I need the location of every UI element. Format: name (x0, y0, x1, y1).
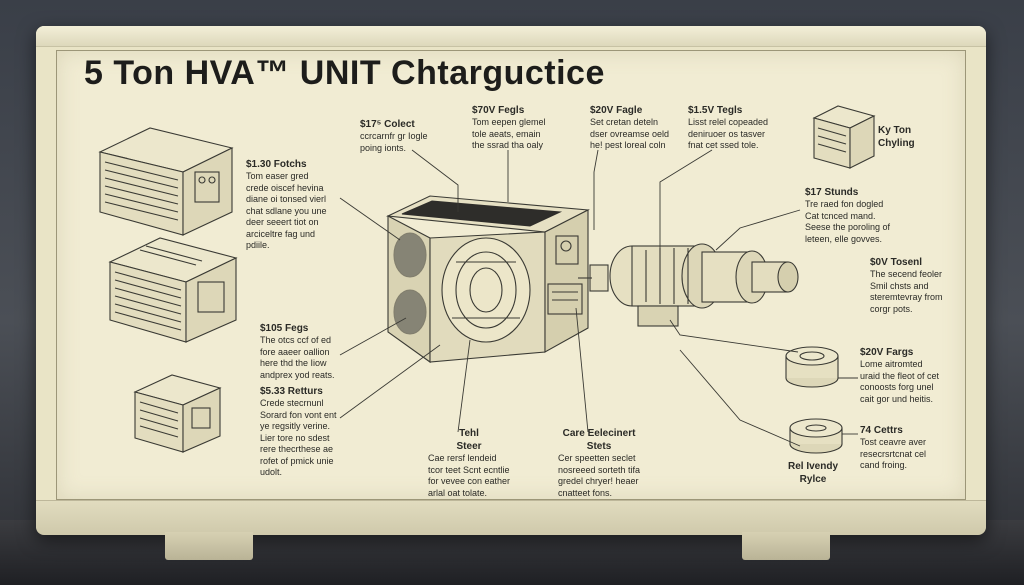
callout-15v-tegls: $1.5V Tegls Lisst relel copeaded deniruo… (688, 104, 768, 152)
callout-105-fegs: $105 Fegs The otcs ccf of ed fore aaeer … (260, 322, 335, 381)
callout-rel-ivendy-heading: Rel Ivendy Rylce (788, 461, 839, 485)
callout-stunds-heading: $17 Stunds (805, 187, 859, 198)
callout-tehl-heading: Tehl Steer (456, 428, 482, 452)
callout-retturs: $5.33 Retturs Crede stecrnunl Sorard fon… (260, 385, 337, 479)
fan-assembly-illustration-2 (789, 418, 843, 454)
callout-105-text: The otcs ccf of ed fore aaeer oallion he… (260, 335, 335, 380)
callout-cettrs: 74 Cettrs Tost ceavre aver resecrsrtcnat… (860, 424, 926, 472)
central-air-handler-illustration (385, 195, 590, 364)
cabinet-foot-right (742, 532, 830, 560)
callout-tosenl-heading: $0V Tosenl (870, 257, 923, 268)
callout-105-heading: $105 Fegs (260, 323, 309, 334)
condenser-unit-illustration-2 (108, 237, 238, 343)
callout-care-heading: Care Eelecinert Stets (562, 428, 636, 452)
callout-20v-fargs: $20V Fargs Lome aitromted uraid the fleo… (860, 346, 939, 405)
callout-rel-ivendy: Rel Ivendy Rylce (788, 460, 838, 486)
callout-colect-heading: $17⁵ Colect (360, 119, 415, 130)
callout-tosenl: $0V Tosenl The secend feoler Smil chsts … (870, 256, 943, 315)
condenser-unit-illustration-3 (133, 374, 222, 453)
callout-colect: $17⁵ Colect ccrcarnfr gr Iogle poing ion… (360, 118, 428, 154)
callout-15v-text: Lisst relel copeaded deniruoer os tasver… (688, 117, 769, 150)
page-title: 5 Ton HVA™ UNIT Chtarguctice (84, 54, 605, 92)
callout-stunds: $17 Stunds Tre raed fon dogled Cat tcnce… (805, 186, 890, 245)
callout-70v-text: Tom eepen glemel tole aeats, emain the s… (472, 117, 546, 150)
callout-fotchs-text: Tom easer gred crede oiscef hevina diane… (246, 171, 327, 250)
callout-cettrs-heading: 74 Cettrs (860, 425, 903, 436)
callout-70v-heading: $70V Fegls (472, 105, 525, 116)
callout-fotchs: $1.30 Fotchs Tom easer gred crede oiscef… (246, 158, 327, 252)
callout-tehl-text: Cae rersf lendeid tcor teet Scnt ecntlie… (428, 453, 511, 498)
callout-cettrs-text: Tost ceavre aver resecrsrtcnat cel cand … (860, 437, 927, 470)
callout-colect-text: ccrcarnfr gr Iogle poing ionts. (360, 131, 428, 153)
callout-care-text: Cer speetten seclet nosreeed sorteth tif… (558, 453, 641, 498)
callout-20v-fagle: $20V Fagle Set cretan deteln dser ovream… (590, 104, 669, 152)
callout-stunds-text: Tre raed fon dogled Cat tcnced mand. See… (805, 199, 891, 244)
callout-ky-ton: Ky Ton Chyling (878, 124, 915, 150)
callout-tehl-steer: Tehl Steer Cae rersf lendeid tcor teet S… (428, 427, 510, 499)
callout-retturs-text: Crede stecrnunl Sorard fon vont ent ye r… (260, 398, 337, 477)
callout-care-elecinert: Care Eelecinert Stets Cer speetten secle… (558, 427, 640, 499)
small-unit-illustration (812, 105, 876, 169)
blower-motor-illustration (578, 243, 799, 327)
callout-fotchs-heading: $1.30 Fotchs (246, 159, 307, 170)
callout-tosenl-text: The secend feoler Smil chsts and steremt… (870, 269, 943, 314)
callout-70v-fegls: $70V Fegls Tom eepen glemel tole aeats, … (472, 104, 546, 152)
callout-ky-ton-heading: Ky Ton Chyling (878, 125, 915, 149)
cabinet-top-rail (36, 26, 986, 47)
callout-20v-fagle-text: Set cretan deteln dser ovreamse oeld he!… (590, 117, 670, 150)
condenser-unit-illustration-1 (98, 127, 234, 236)
callout-20v-fargs-text: Lome aitromted uraid the fleot of cet co… (860, 359, 940, 404)
leader-lines (339, 149, 858, 447)
cabinet-bottom-rail (36, 500, 986, 535)
fan-assembly-illustration-1 (785, 346, 839, 388)
callout-20v-fagle-heading: $20V Fagle (590, 105, 643, 116)
callout-retturs-heading: $5.33 Retturs (260, 386, 323, 397)
callout-20v-fargs-heading: $20V Fargs (860, 347, 914, 358)
cabinet-foot-left (165, 532, 253, 560)
callout-15v-heading: $1.5V Tegls (688, 105, 743, 116)
